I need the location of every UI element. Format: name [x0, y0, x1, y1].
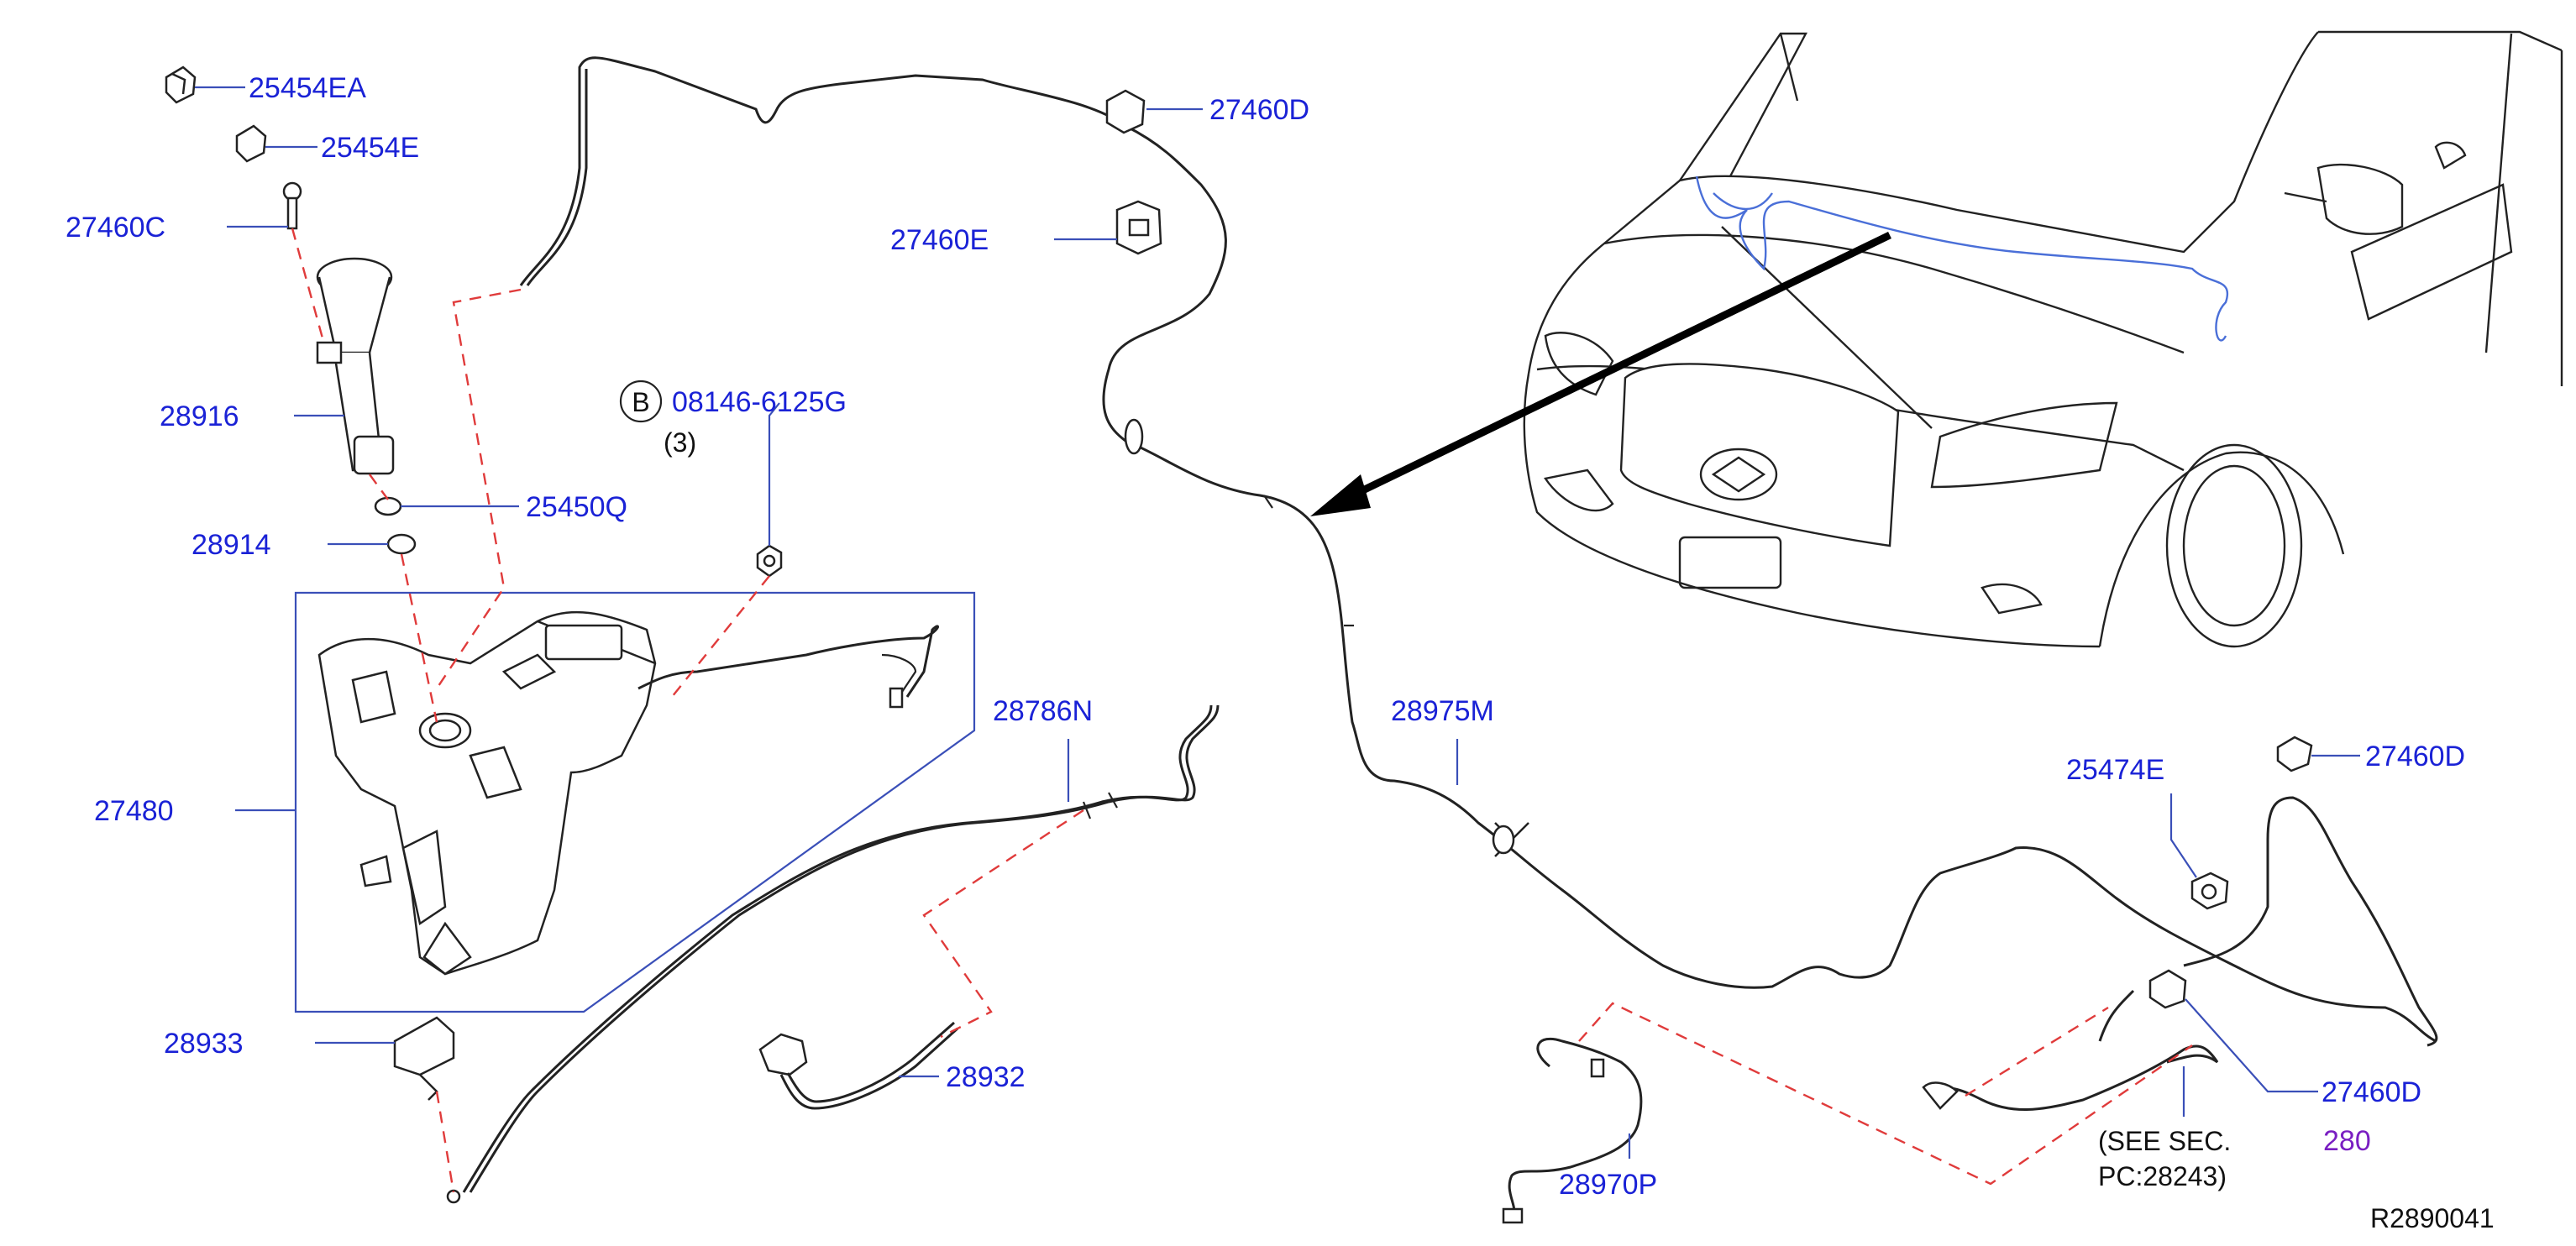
- label-25454ea: 25454EA: [249, 72, 366, 104]
- part-labels: 25454EA 25454E 27460C 28916 25450Q 28914…: [66, 72, 2495, 1233]
- part-28914-ring: [386, 533, 417, 555]
- diagram-reference-code: R2890041: [2370, 1203, 2495, 1233]
- label-28916: 28916: [160, 400, 239, 432]
- label-28786n: 28786N: [993, 695, 1093, 727]
- badge-b: B: [632, 387, 649, 417]
- badge-b-circle: [619, 380, 663, 423]
- leader-lines: [195, 86, 2360, 1159]
- label-28914: 28914: [191, 529, 271, 561]
- label-08146-qty: (3): [664, 427, 696, 458]
- label-08146-6125g: 08146-6125G: [672, 386, 847, 418]
- hose-28932: [758, 1021, 959, 1110]
- vehicle-illustration: [1523, 30, 2563, 648]
- label-27460e: 27460E: [890, 224, 989, 256]
- see-section-line2: PC:28243): [2098, 1161, 2227, 1191]
- hose-28970p: [1502, 1037, 1643, 1224]
- label-27460d-right: 27460D: [2365, 741, 2465, 772]
- label-27480: 27480: [94, 795, 174, 827]
- tank-27480: [294, 591, 976, 1013]
- part-08146-bolt: [756, 544, 783, 578]
- part-27460d-right-clip: [2276, 736, 2313, 772]
- see-section-line1: (SEE SEC.: [2098, 1126, 2231, 1156]
- hose-28786n: [462, 704, 1220, 1193]
- location-arrow: [1310, 231, 1891, 516]
- label-27460d-top: 27460D: [1209, 94, 1309, 126]
- hose-right-branch: [1922, 796, 2438, 1112]
- label-25454e: 25454E: [321, 132, 419, 164]
- part-27460d-top-clip: [1105, 89, 1146, 134]
- label-27460d-lower: 27460D: [2322, 1076, 2421, 1108]
- see-section-number[interactable]: 280: [2323, 1125, 2371, 1157]
- dashed-assembly-lines: [291, 228, 2193, 1193]
- part-25450q-ring: [374, 496, 402, 516]
- label-28932: 28932: [946, 1061, 1026, 1093]
- part-27460d-lower-clip: [2148, 969, 2187, 1009]
- label-25450q: 25450Q: [526, 491, 627, 523]
- part-28933-pump: [393, 1016, 461, 1204]
- label-25474e: 25474E: [2066, 754, 2164, 786]
- label-28970p: 28970P: [1559, 1169, 1657, 1201]
- part-25454ea: [165, 65, 197, 104]
- label-28975m: 28975M: [1391, 695, 1494, 727]
- hose-28975m: [519, 56, 2437, 1043]
- part-28916-filler-neck: [316, 257, 395, 475]
- part-27460e-clip: [1115, 200, 1162, 255]
- part-25454e: [235, 124, 267, 163]
- part-27460c-clip: [282, 181, 302, 230]
- label-28933: 28933: [164, 1028, 244, 1060]
- part-25474e-clip: [2190, 872, 2229, 910]
- label-27460c: 27460C: [66, 212, 165, 243]
